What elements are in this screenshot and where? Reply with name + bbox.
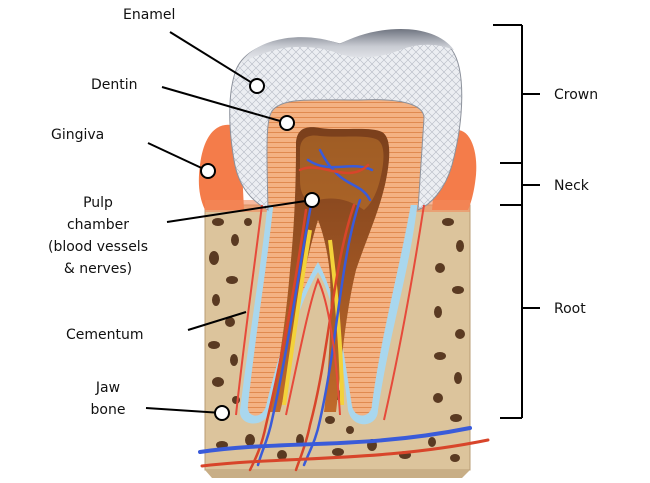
pulp-chamber-label: Pulp chamber (blood vessels & nerves) xyxy=(28,193,168,279)
dentin-label: Dentin xyxy=(91,77,138,93)
jaw-label-line1: Jaw xyxy=(95,380,121,396)
cementum-label: Cementum xyxy=(66,327,144,343)
blood-vessels xyxy=(198,148,490,472)
enamel-marker xyxy=(249,78,265,94)
bone-porosity xyxy=(208,218,465,462)
gingiva-marker xyxy=(200,163,216,179)
jaw-label-line2: bone xyxy=(90,402,126,418)
jaw-bone-marker xyxy=(214,405,230,421)
pulp-label-line1: Pulp xyxy=(83,195,113,211)
region-brackets xyxy=(493,24,540,419)
pulp-label-line2: chamber xyxy=(66,217,130,233)
enamel-label: Enamel xyxy=(123,7,176,23)
label-markers xyxy=(200,78,320,421)
leader-lines xyxy=(145,31,313,414)
root-outline xyxy=(235,204,425,421)
enamel xyxy=(229,29,463,211)
pulp-label-line4: & nerves) xyxy=(63,261,133,277)
crown-label: Crown xyxy=(554,87,599,103)
pulp-marker xyxy=(304,192,320,208)
gingiva-label: Gingiva xyxy=(51,127,105,143)
neck-label: Neck xyxy=(554,178,589,194)
jaw-bone-label: Jaw bone xyxy=(78,378,138,420)
pulp-label-line3: (blood vessels xyxy=(48,239,148,255)
root-label: Root xyxy=(554,301,586,317)
dentin-marker xyxy=(279,115,295,131)
